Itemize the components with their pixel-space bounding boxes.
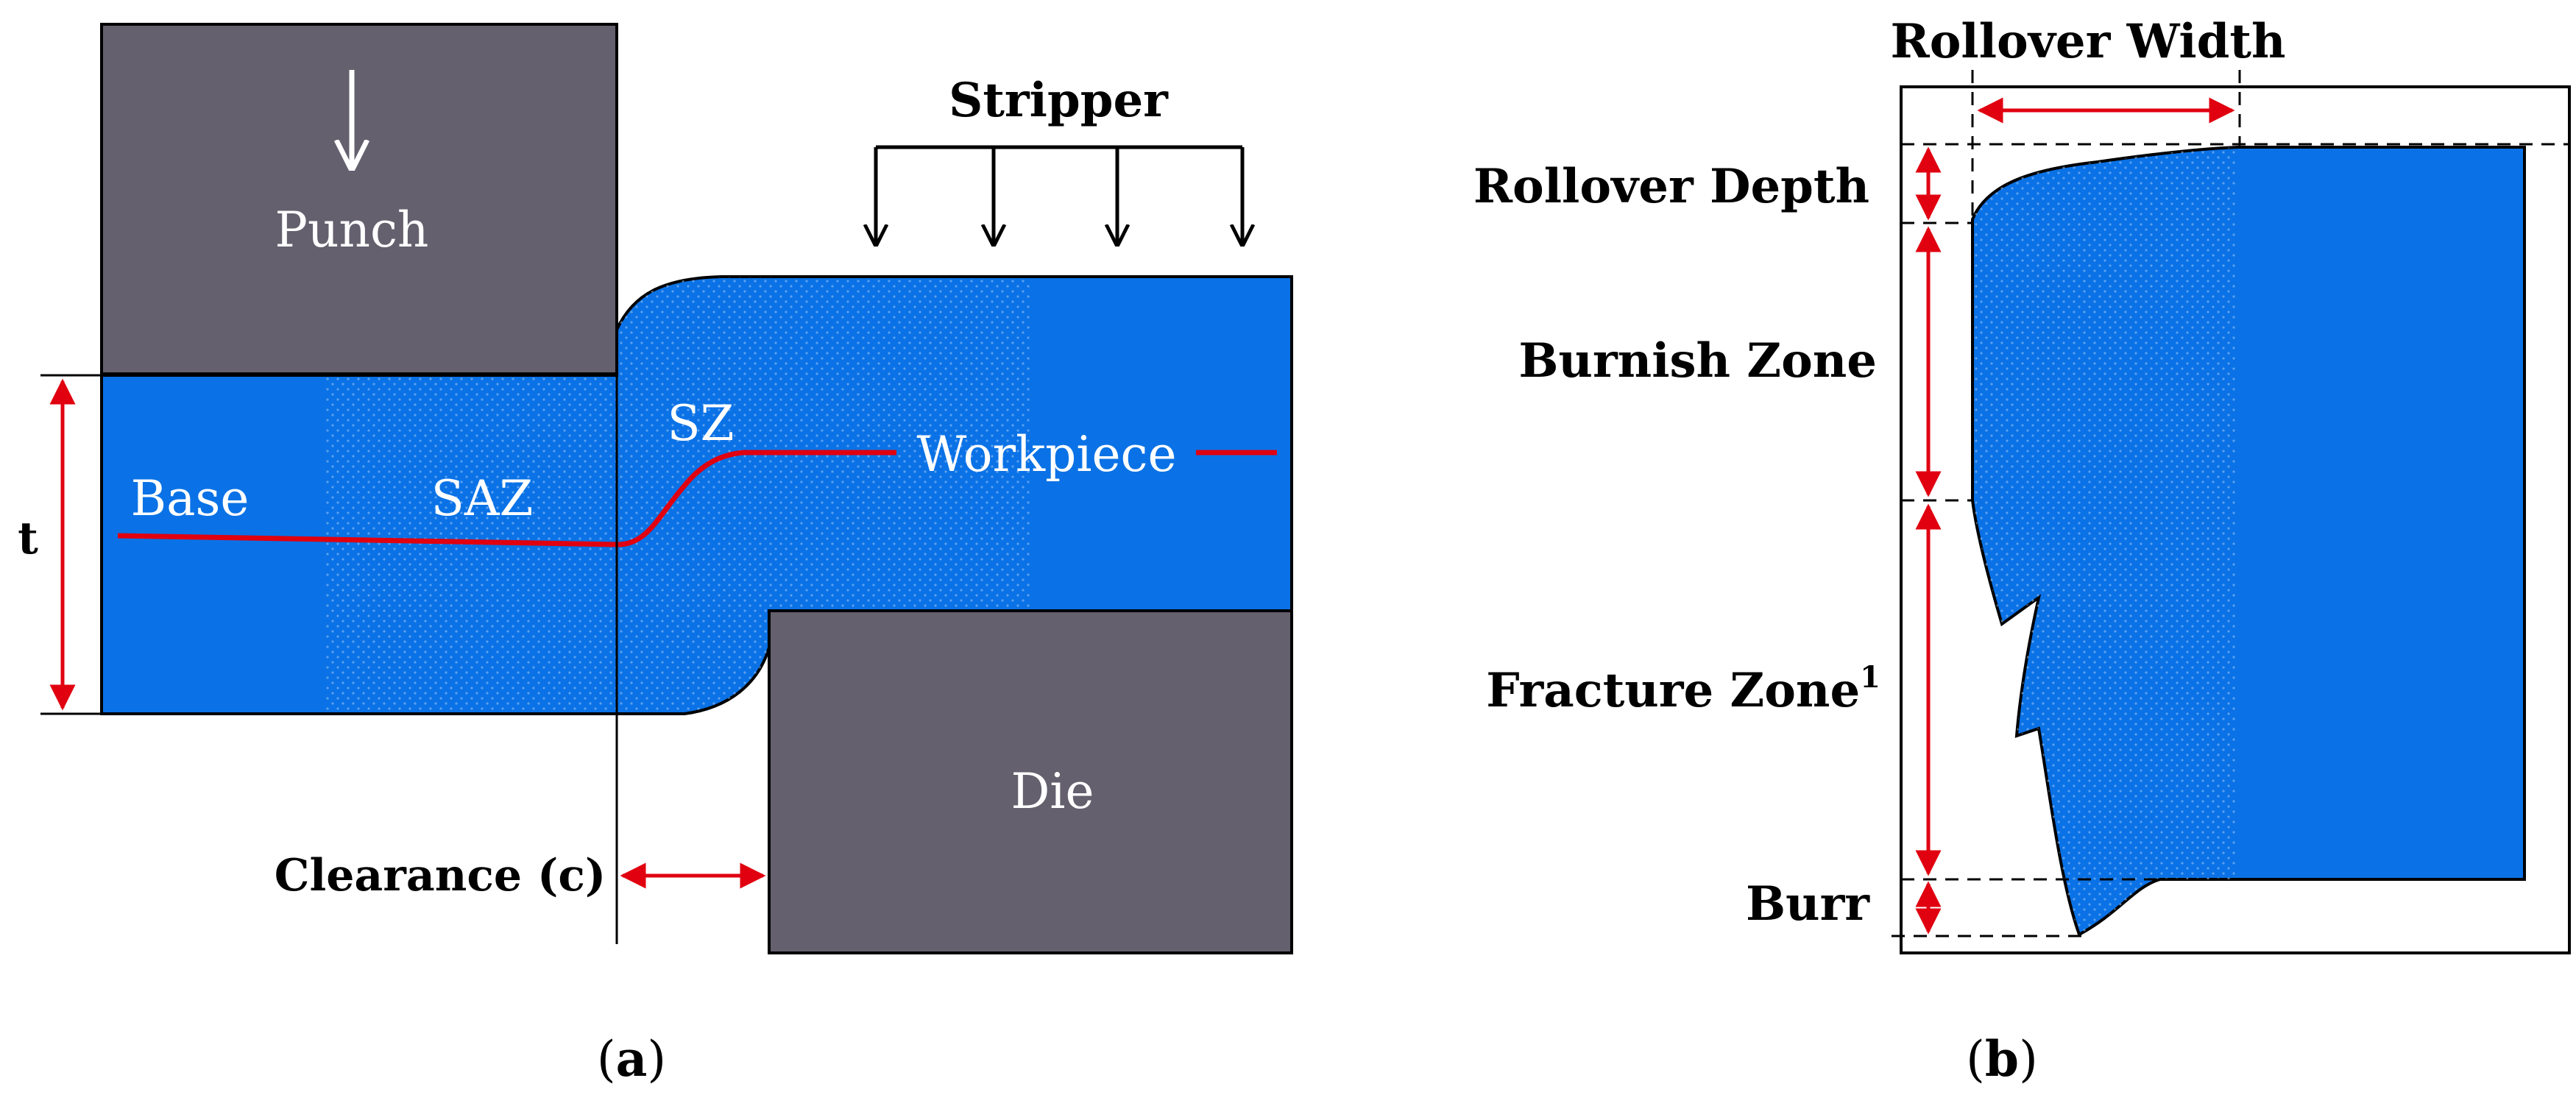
thickness-label: t <box>18 513 38 564</box>
sheared-edge-dots <box>1972 147 2237 935</box>
panel-a: Punch Die Stripper Base SAZ SZ Workpiece… <box>18 23 1293 1088</box>
workpiece-label: Workpiece <box>916 426 1176 483</box>
saz-label: SAZ <box>431 470 534 527</box>
die-block <box>768 609 1293 954</box>
profile-line-left <box>117 450 896 547</box>
die-label: Die <box>1011 763 1094 820</box>
stripper-label: Stripper <box>949 73 1169 128</box>
sz-zone <box>617 277 1030 712</box>
base-label: Base <box>131 470 250 527</box>
punch-block <box>100 23 618 375</box>
rollover-depth-label: Rollover Depth <box>1473 159 1869 214</box>
burr-label: Burr <box>1746 876 1870 932</box>
edge-frame <box>1900 85 2571 954</box>
caption-a: (a) <box>597 1030 666 1088</box>
panel-b: Rollover Width Rollover Depth Burnish Zo… <box>1473 14 2571 1088</box>
rollover-width-label: Rollover Width <box>1891 14 2286 69</box>
punch-label: Punch <box>275 202 429 258</box>
sz-label: SZ <box>667 395 734 452</box>
fracture-zone-label: Fracture Zone1 <box>1486 660 1880 718</box>
caption-b: (b) <box>1966 1030 2038 1088</box>
burnish-zone-label: Burnish Zone <box>1518 333 1877 389</box>
clearance-label: Clearance (c) <box>275 850 606 901</box>
